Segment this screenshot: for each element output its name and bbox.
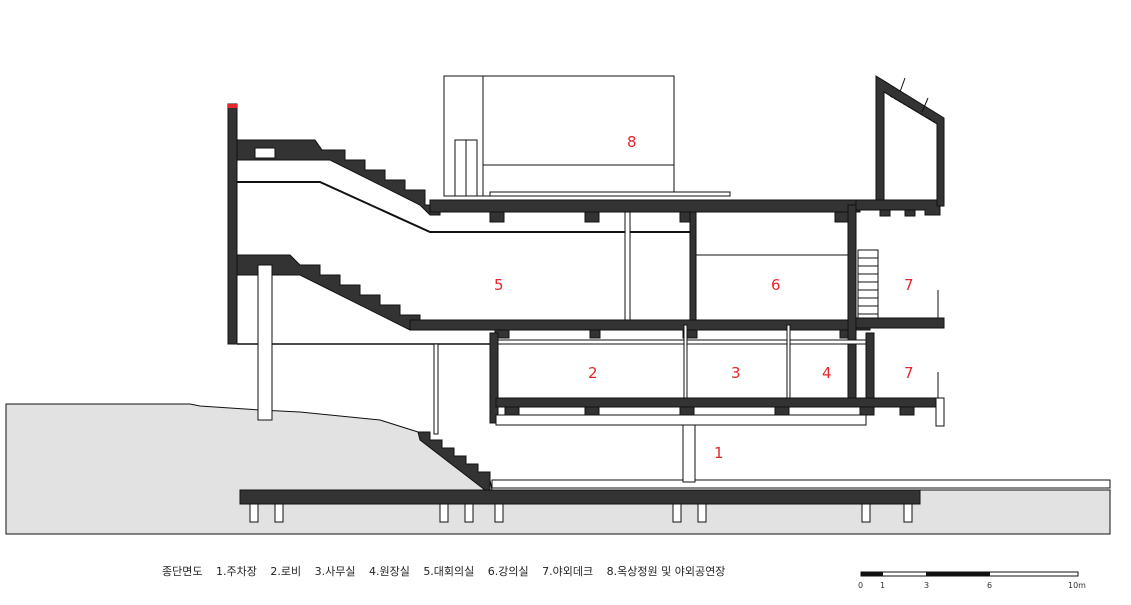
lower-deck-edge: [935, 397, 945, 427]
left-exterior-wall: [227, 103, 238, 345]
exterior-stair: [857, 249, 879, 321]
roof-slab: [429, 199, 861, 213]
room-label-3: 3: [731, 364, 741, 382]
floor-beams: [494, 329, 855, 339]
hall-column: [624, 211, 631, 321]
room-label-6: 6: [771, 276, 781, 294]
lower-soffit: [495, 414, 867, 426]
upper-stepped-roof: [236, 139, 441, 216]
room-label-1: 1: [714, 444, 724, 462]
office-partition-2: [786, 324, 791, 401]
office-partition-1: [683, 324, 688, 401]
hall-ceiling-line: [237, 181, 690, 233]
rooftop-planter: [875, 75, 945, 207]
room-label-8: 8: [627, 133, 637, 151]
partition-5-6: [689, 211, 697, 321]
foundation-piles: [249, 503, 913, 523]
caption-title: 종단면도: [162, 565, 203, 578]
lobby-left-wall: [489, 332, 499, 424]
legend-item: 1.주차장: [215, 565, 257, 578]
planter-soil: [889, 95, 936, 123]
lobby-level-ceiling: [495, 339, 867, 345]
ground-steps: [417, 431, 491, 491]
hall-floor-slab: [409, 319, 871, 331]
ground-strip-right: [491, 479, 1111, 489]
lobby-right-wall: [865, 332, 875, 406]
scale-tick-1: 1: [880, 581, 885, 590]
scale-tick-10m: 10m: [1068, 581, 1086, 590]
roof-beams: [489, 211, 850, 223]
legend-item: 3.사무실: [314, 565, 356, 578]
room-label-4: 4: [822, 364, 832, 382]
legend-item: 8.옥상정원 및 야외공연장: [606, 565, 726, 578]
room-label-5: 5: [494, 276, 504, 294]
legend-item: 2.로비: [270, 565, 302, 578]
legend-item: 6.강의실: [487, 565, 529, 578]
roof-niche: [254, 147, 276, 159]
left-pilotis: [257, 264, 273, 421]
scale-bar: 0 1 3 6 10m: [858, 571, 1086, 590]
rooftop-pavilion: [443, 75, 675, 197]
scale-tick-0: 0: [858, 581, 863, 590]
right-exterior-wall: [847, 204, 857, 406]
scale-tick-6: 6: [987, 581, 992, 590]
center-pilotis: [433, 343, 439, 435]
foundation-slab: [239, 489, 921, 505]
drawing-caption: 종단면도 1.주차장 2.로비 3.사무실 4.원장실 5.대회의실 6.강의실…: [162, 563, 735, 579]
lower-floor-beams: [504, 406, 915, 416]
legend-item: 7.야외데크: [542, 565, 594, 578]
wall-top-mark: [228, 104, 237, 108]
room-label-2: 2: [588, 364, 598, 382]
pilotis-column: [682, 424, 696, 483]
room-label-7-lower: 7: [904, 364, 914, 382]
legend-item: 5.대회의실: [423, 565, 475, 578]
scale-tick-3: 3: [924, 581, 929, 590]
upper-balcony-deck: [855, 317, 945, 329]
roof-deck-rail: [489, 191, 731, 197]
upper-balcony-canopy: [855, 199, 941, 216]
lower-floor-slab: [495, 397, 945, 408]
legend-item: 4.원장실: [368, 565, 410, 578]
room-label-7-upper: 7: [904, 276, 914, 294]
